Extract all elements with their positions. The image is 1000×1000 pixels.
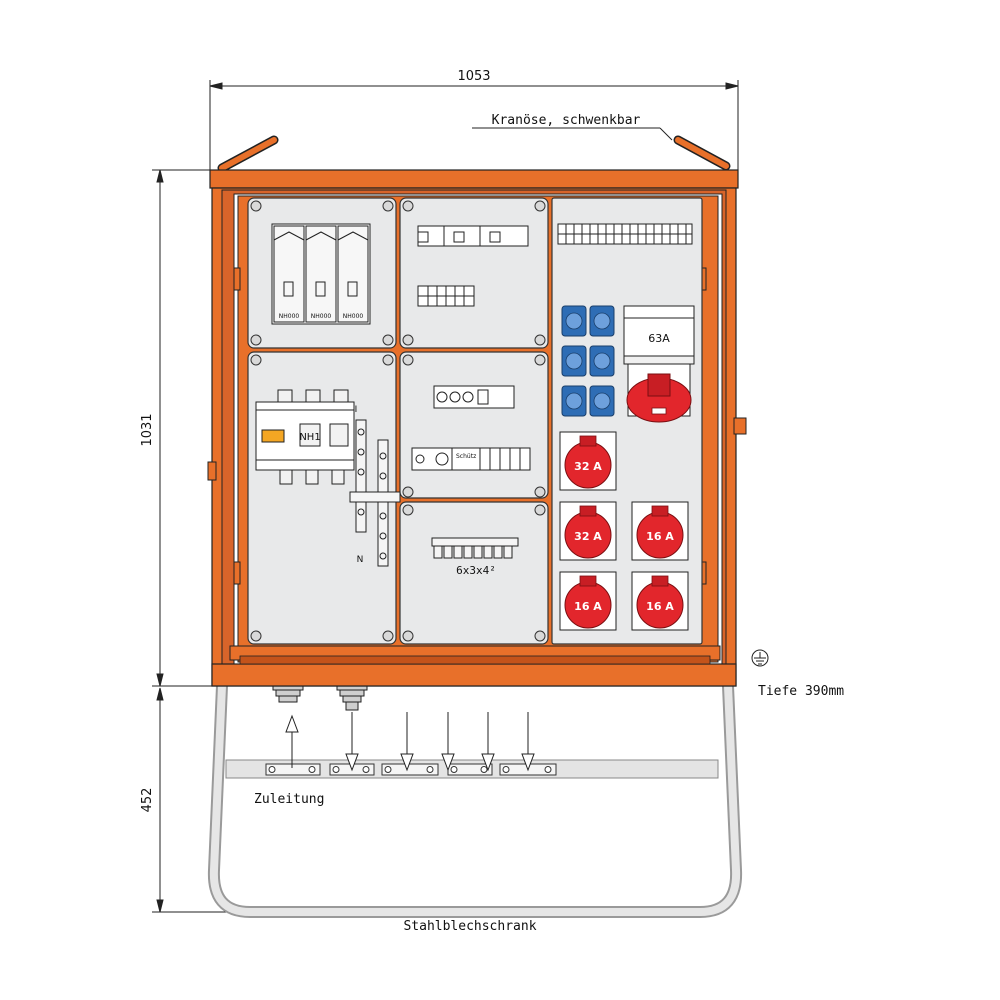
contactor-row <box>411 447 531 471</box>
cee-socket-label-5: 16 A <box>646 600 674 613</box>
contactor-label: Schütz <box>456 453 476 460</box>
ground-icon <box>751 649 769 667</box>
pe-label: I <box>355 405 358 415</box>
cee-socket-5 <box>631 571 689 631</box>
frame-height-label: 452 <box>140 788 155 813</box>
main-socket-63a <box>623 305 695 423</box>
neutral-pe-terminals <box>349 419 401 567</box>
fuse-base-label-2: NH000 <box>311 313 332 320</box>
cabinet-height-label: 1031 <box>140 413 155 446</box>
dimension-lines <box>152 80 739 913</box>
nh-fuse-bases <box>271 223 371 325</box>
cee-socket-4 <box>559 571 617 631</box>
disconnector-label: NH1 <box>299 432 320 443</box>
cee-socket-label-1: 32 A <box>574 460 602 473</box>
cee-socket-1 <box>559 431 617 491</box>
crane-eye-label: Kranöse, schwenkbar <box>492 113 641 128</box>
energy-meter <box>433 385 515 409</box>
stand-frame <box>207 663 743 918</box>
cee-socket-3 <box>631 501 689 561</box>
cabinet-material-label: Stahlblechschrank <box>403 919 536 934</box>
neutral-label: N <box>357 555 364 565</box>
terminal-block-label: 6x3x4² <box>456 564 496 577</box>
depth-label: Tiefe 390mm <box>758 684 844 699</box>
cee-socket-label-2: 32 A <box>574 530 602 543</box>
mcb-row <box>557 223 693 245</box>
supply-label: Zuleitung <box>254 792 324 807</box>
rcd-breaker-row <box>417 285 475 307</box>
terminal-block <box>431 537 519 559</box>
cee-socket-2 <box>559 501 617 561</box>
width-dimension-label: 1053 <box>457 69 490 84</box>
crane-eye-left <box>217 135 279 173</box>
cee-socket-label-3: 16 A <box>646 530 674 543</box>
cee-socket-label-4: 16 A <box>574 600 602 613</box>
fuse-base-label-1: NH000 <box>279 313 300 320</box>
schuko-sockets <box>561 305 615 417</box>
main-socket-label: 63A <box>648 332 670 345</box>
fuse-base-label-3: NH000 <box>343 313 364 320</box>
fuse-switch-disconnector <box>255 389 355 485</box>
crane-eye-right <box>673 135 731 171</box>
panel-screws <box>250 200 546 642</box>
main-breakers <box>417 225 529 247</box>
